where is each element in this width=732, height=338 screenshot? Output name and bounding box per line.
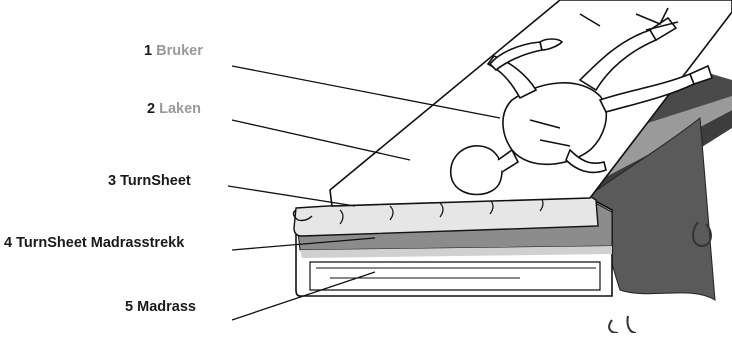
label-user: 1 Bruker [144,43,203,59]
label-number: 5 [125,299,133,315]
label-number: 3 [108,173,116,189]
label-name: Laken [159,101,201,117]
label-number: 2 [147,101,155,117]
label-mattress: 5 Madrass [125,299,196,315]
label-mattress-cover: 4 TurnSheet Madrasstrekk [4,235,184,251]
label-name: Madrass [137,299,196,315]
label-number: 1 [144,43,152,59]
label-name: TurnSheet Madrasstrekk [16,235,184,251]
label-name: TurnSheet [120,173,191,189]
leader-line-2 [232,120,410,160]
label-name: Bruker [156,43,203,59]
label-number: 4 [4,235,12,251]
label-sheet: 2 Laken [147,101,201,117]
label-turnsheet: 3 TurnSheet [108,173,191,189]
